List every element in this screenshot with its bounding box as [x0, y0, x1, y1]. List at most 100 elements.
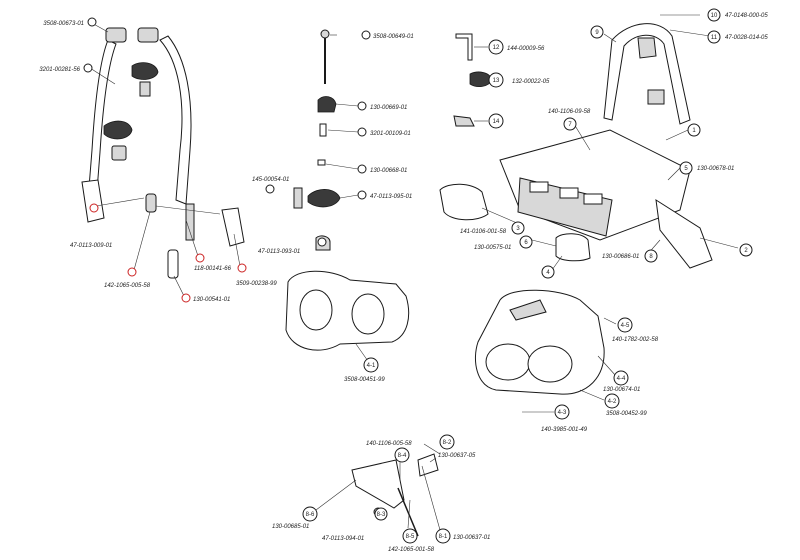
part-number: 140-1106-005-58 [366, 441, 412, 447]
callout-c-145-00054: 145-00054-01 [252, 177, 289, 194]
part-number: 3508-00451-99 [344, 377, 385, 383]
part-number: 130-00637-05 [438, 453, 476, 459]
part-number: 130-00541-01 [193, 297, 230, 303]
callout-c-140-3985: 4-3 140-3985-001-49 [541, 404, 588, 433]
callout-number: 5 [684, 166, 688, 172]
callout-number: 4-1 [367, 363, 376, 369]
callout-c-3508-00673: 3508-00673-01 [43, 17, 97, 27]
part-number: 144-00009-56 [507, 46, 545, 52]
part-number: 47-0113-095-01 [370, 194, 412, 200]
part-number: 3508-00452-99 [606, 411, 647, 417]
part-number: 47-0113-093-01 [258, 249, 300, 255]
callout-c-140-1106-005: 140-1106-005-58 [366, 441, 412, 447]
callout-c-3201-00109: 3201-00109-01 [357, 127, 411, 137]
part-number: 47-0113-009-01 [70, 243, 112, 249]
callout-c-132-00022: 13 132-00022-05 [488, 72, 550, 88]
part-number: 130-00686-01 [602, 254, 639, 260]
callout-number: 4-5 [621, 323, 630, 329]
callout-number: 8-1 [439, 534, 448, 540]
callout-c-47-0113-094: 8-3 47-0113-094-01 [322, 507, 388, 542]
callout-c-4: 4 [541, 265, 555, 279]
main-carrier-frame-drawing [439, 23, 713, 269]
part-number: 142-1065-005-58 [104, 283, 151, 289]
part-number: 130-00674-01 [603, 387, 640, 393]
callout-number: 4-2 [608, 399, 617, 405]
part-number: 3201-00109-01 [370, 131, 411, 137]
part-number: 142-1065-001-58 [388, 547, 435, 553]
callout-number: 8-5 [406, 534, 415, 540]
callout-c-130-00541: 130-00541-01 [181, 293, 230, 303]
callout-c-130-00669: 130-00669-01 [357, 101, 407, 111]
part-number: 141-0106-001-58 [460, 229, 507, 235]
callout-number: 8-4 [398, 453, 407, 459]
callout-number: 8-2 [443, 440, 452, 446]
leader-lines [89, 14, 739, 531]
callout-c-130-00685: 8-6 130-00685-01 [272, 506, 318, 530]
callout-number: 8 [649, 254, 653, 260]
callout-number: 3 [516, 226, 520, 232]
callout-c-130-00678: 5 130-00678-01 [679, 161, 734, 175]
callout-c-3201-00281: 3201-00281-56 [39, 63, 93, 73]
callout-c-14: 14 [488, 113, 504, 129]
callout-c-47-0113-095: 47-0113-095-01 [357, 190, 412, 200]
part-number: 118-00141-66 [194, 266, 232, 272]
callout-c-141-0106: 3 141-0106-001-58 [460, 221, 525, 235]
callout-number: 4-4 [617, 376, 626, 382]
rear-plate-4-2-drawing [475, 289, 605, 395]
front-plate-4-1-drawing [285, 270, 410, 351]
callout-number: 8-3 [377, 512, 386, 518]
part-number: 130-00685-01 [272, 524, 309, 530]
callout-number: 10 [711, 13, 718, 19]
callout-c-9: 9 [590, 25, 604, 39]
part-number: 47-0148-000-05 [725, 13, 768, 19]
callout-c-142-1065-005: 142-1065-005-58 [104, 267, 151, 289]
callout-number: 12 [493, 45, 500, 51]
callout-c-3508-00451: 4-1 3508-00451-99 [344, 357, 385, 383]
lamp-bracket-drawing [351, 453, 439, 537]
callout-c-2: 2 [739, 243, 753, 257]
callout-c-1: 1 [687, 123, 701, 137]
part-number: 145-00054-01 [252, 177, 289, 183]
part-number: 3201-00281-56 [39, 67, 80, 73]
callout-number: 7 [568, 122, 572, 128]
callout-number: 6 [524, 240, 528, 246]
part-number: 140-1106-09-58 [548, 109, 591, 115]
callout-number: 4 [546, 270, 550, 276]
part-number: 140-3985-001-49 [541, 427, 588, 433]
callout-number: 4-3 [558, 410, 567, 416]
part-number: 130-00669-01 [370, 105, 407, 111]
callout-c-144-00009: 12 144-00009-56 [488, 39, 545, 55]
part-number: 130-00678-01 [697, 166, 734, 172]
callout-c-130-00637-05: 8-2 130-00637-05 [438, 434, 476, 459]
callout-c-3508-00452: 4-2 3508-00452-99 [604, 393, 647, 417]
callout-number: 2 [744, 248, 748, 254]
part-number: 130-00637-01 [453, 535, 490, 541]
callout-c-8-4: 8-4 [394, 447, 410, 463]
part-number: 47-0113-094-01 [322, 536, 364, 542]
callout-c-47-0113-093: 47-0113-093-01 [258, 237, 327, 255]
callout-c-130-00674: 4-4 130-00674-01 [603, 370, 640, 393]
callout-c-130-00686: 8 130-00686-01 [602, 249, 658, 263]
callout-c-3508-00649: 3508-00649-01 [361, 30, 414, 40]
center-hardware-drawing [293, 29, 341, 251]
part-number: 3509-00238-99 [236, 281, 277, 287]
part-number: 140-1782-002-58 [612, 337, 659, 343]
callout-c-47-0028: 11 47-0028-014-05 [707, 30, 768, 44]
callout-number: 11 [711, 35, 718, 41]
wheel-arm-drawing [81, 27, 245, 279]
callout-c-130-00668: 130-00668-01 [357, 164, 407, 174]
callout-c-140-1106-09: 7 140-1106-09-58 [548, 109, 591, 131]
callout-number: 1 [692, 128, 696, 134]
callout-number: 13 [493, 78, 500, 84]
part-number: 3508-00673-01 [43, 21, 84, 27]
callout-c-142-1065-001: 8-5 142-1065-001-58 [388, 528, 435, 553]
callout-c-3509-00238: 3509-00238-99 [236, 263, 277, 287]
part-number: 132-00022-05 [512, 79, 550, 85]
part-number: 130-00668-01 [370, 168, 407, 174]
callout-number: 8-6 [306, 512, 315, 518]
callout-c-130-00575: 6 130-00575-01 [474, 235, 533, 251]
callout-c-47-0113-009: 47-0113-009-01 [70, 203, 112, 249]
callout-number: 14 [493, 119, 500, 125]
callout-c-118-00141: 118-00141-66 [194, 253, 232, 272]
